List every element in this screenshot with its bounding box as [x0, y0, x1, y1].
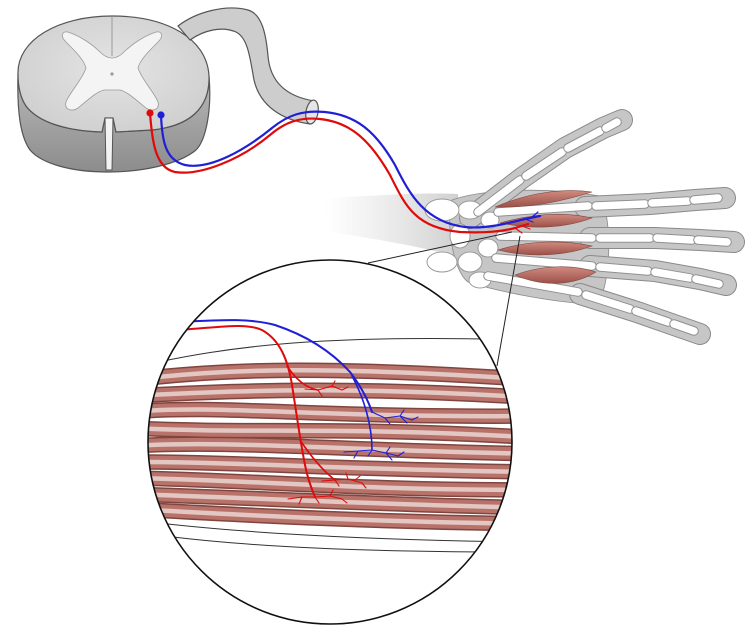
phalanx-bone	[606, 122, 617, 128]
central-canal	[110, 72, 113, 75]
bone-body	[652, 201, 688, 203]
phalanx-bone	[500, 236, 592, 238]
muscle-fiber	[130, 390, 540, 398]
bone-body	[694, 198, 718, 200]
carpal-bone	[427, 252, 457, 272]
red-neuron-cell-body	[146, 109, 153, 116]
anterior-fissure	[105, 118, 113, 170]
muscle-fiber	[130, 410, 540, 417]
phalanx-bone	[596, 204, 645, 206]
blue-neuron-cell-body	[157, 111, 164, 118]
phalanx-bone	[696, 279, 719, 284]
phalanx-bone	[657, 238, 692, 240]
spinal-cord-section	[18, 16, 210, 172]
bone-body	[606, 122, 617, 128]
muscle-fiber	[130, 428, 540, 438]
bone-body	[696, 279, 719, 284]
carpal-bone	[425, 199, 459, 221]
bone-body	[698, 240, 727, 242]
carpal-bone	[458, 252, 482, 272]
phalanx-bone	[655, 272, 690, 278]
phalanx-bone	[600, 267, 648, 271]
muscle-fiber	[130, 462, 540, 472]
bone-body	[657, 238, 692, 240]
magnified-view	[130, 260, 540, 624]
phalanx-bone	[652, 201, 688, 203]
phalanx-bone	[674, 324, 694, 331]
bone-body	[600, 267, 648, 271]
phalanx-bone	[694, 198, 718, 200]
phalanx-bone	[698, 240, 727, 242]
bone-body	[500, 236, 592, 238]
bone-body	[596, 204, 645, 206]
muscle-fibers	[130, 370, 540, 524]
